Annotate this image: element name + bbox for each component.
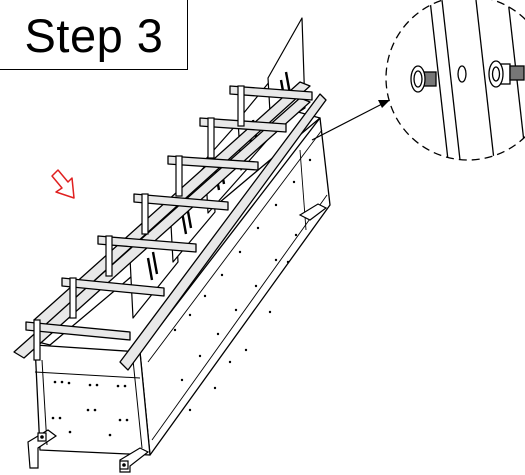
callout-leader: [311, 100, 390, 141]
red-outline-arrow-icon: [51, 169, 75, 199]
frame-posts: [33, 85, 245, 361]
end-face-holes: [51, 380, 129, 437]
feet-holes: [40, 435, 126, 467]
side-rivets: [173, 158, 316, 412]
top-frame: [13, 81, 327, 371]
detail-callout: [385, 0, 525, 161]
step-label-box: Step 3: [0, 0, 188, 70]
step-label: Step 3: [24, 8, 164, 62]
